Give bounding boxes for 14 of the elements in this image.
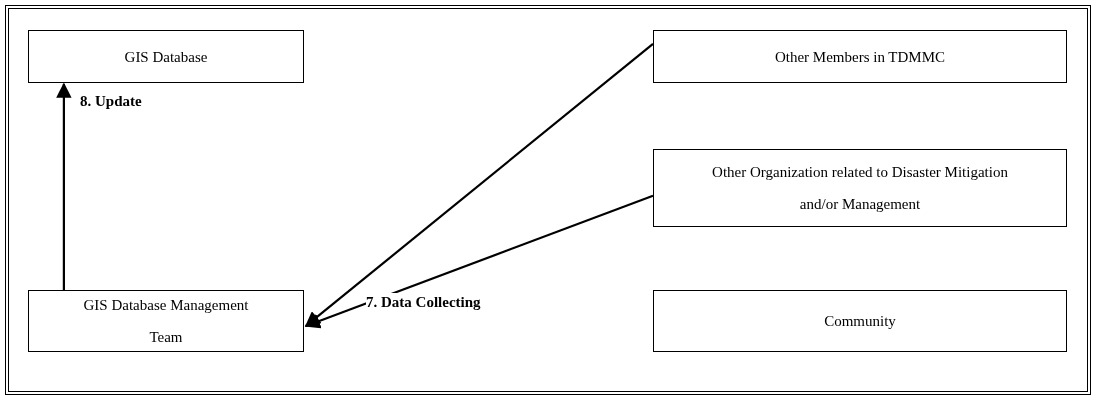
arrow [56,82,72,290]
process-box [653,290,1067,352]
box-label: Other Members in TDMMC [774,47,946,67]
edge-label: 7. Data Collecting [366,293,481,311]
box-label: GIS Database Management Team [82,296,250,347]
arrow [304,194,654,329]
process-box [28,30,304,83]
box-label: Other Organization related to Disaster Mitigation and/or Management [711,163,1009,214]
box-label: Community [824,312,896,331]
process-box [653,149,1067,227]
arrow [304,42,654,327]
box-label: GIS Database [124,47,208,67]
process-box [28,290,304,352]
process-box [653,30,1067,83]
